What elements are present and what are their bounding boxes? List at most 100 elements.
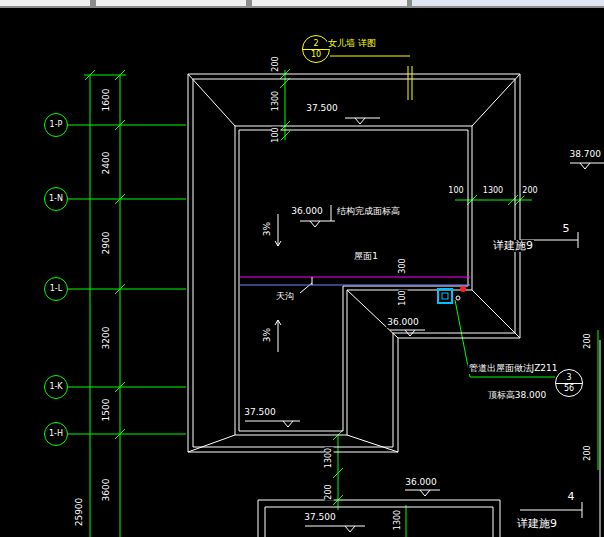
dimension-text: 200: [584, 332, 593, 349]
callout-number: 2: [313, 40, 318, 48]
callout-divider: [303, 49, 329, 50]
callout-number: 10: [311, 51, 321, 59]
dimension-lines: [470, 377, 555, 378]
dimension-text: 3200: [102, 326, 112, 351]
axis-bubble: 1-L: [44, 277, 68, 301]
roof-outline: [188, 435, 235, 452]
axis-label: 1-N: [49, 195, 63, 203]
axis-lines: [68, 125, 186, 126]
dimension-text: 3%: [263, 327, 273, 343]
dimension-text: 100: [399, 289, 408, 306]
annotation-text: 屋面1: [353, 252, 379, 262]
roof-outline: [347, 290, 398, 338]
annotation-text: 详建施9: [516, 518, 558, 530]
roof-outline: [570, 163, 604, 164]
toolbar-strip: [96, 0, 246, 6]
roof-outline: [188, 74, 235, 126]
dimension-text: 3%: [263, 221, 273, 237]
dimension-text: 200: [584, 444, 593, 461]
slope-arrows: [275, 214, 281, 352]
annotation-text: 详建施9: [492, 240, 534, 252]
roof-drain-symbol: [460, 286, 466, 292]
elevation-marks: [345, 118, 380, 124]
dimension-lines: [90, 75, 91, 537]
toolbar-strip: [0, 0, 90, 6]
dimension-text: 1300: [325, 447, 334, 469]
dimension-text: 1300: [272, 90, 281, 112]
elevation-marks: [245, 118, 590, 532]
roof-outline: [265, 507, 493, 537]
annotation-text: 200: [521, 187, 538, 196]
dimension-lines: [406, 505, 407, 537]
axis-lines: [68, 289, 186, 290]
gutter-lines: [240, 277, 470, 278]
annotation-text: 36.000: [404, 478, 438, 488]
axis-label: 1-K: [49, 383, 62, 391]
dimension-text: 2400: [102, 151, 112, 176]
annotation-text: 天沟: [275, 292, 295, 302]
annotation-text: 36.000: [290, 207, 324, 217]
roof-outline: [472, 290, 520, 338]
roof-drain-symbol: [438, 289, 452, 303]
roof-drain-symbol: [442, 293, 448, 299]
detail-callout: 210: [302, 35, 330, 63]
dimension-lines: [115, 120, 125, 130]
axis-bubble: 1-P: [44, 113, 68, 137]
roof-drain-symbol: [456, 296, 460, 300]
gutter-lines: [312, 277, 313, 285]
axis-bubble: 1-N: [44, 187, 68, 211]
axis-label: 1-H: [49, 430, 63, 438]
parapet-callout-leader: [330, 56, 412, 100]
dimension-lines: [115, 70, 125, 80]
gutter-lines: [240, 277, 470, 285]
elevation-marks: [405, 490, 440, 496]
roof-outline: [347, 435, 398, 452]
toolbar-strip: [0, 0, 604, 8]
dimension-text: 1300: [394, 509, 403, 531]
elevation-marks: [305, 526, 365, 532]
roof-drain-symbol: [438, 286, 466, 303]
callout-number: 3: [566, 374, 571, 382]
dimension-text: 1500: [102, 398, 112, 423]
toolbar-strip: [412, 0, 604, 6]
dimension-text: 2900: [102, 231, 112, 256]
axis-lines: [68, 125, 186, 434]
roof-outline: [520, 510, 582, 511]
axis-bubble: 1-K: [44, 375, 68, 399]
dimension-lines: [120, 75, 121, 537]
axis-lines: [68, 387, 186, 388]
axis-label: 1-L: [50, 285, 62, 293]
dimension-text: 200: [325, 483, 334, 500]
annotation-text: 100: [447, 187, 464, 196]
elevation-marks: [390, 330, 425, 336]
parapet-callout-leader: [412, 66, 413, 100]
toolbar-strip: [0, 0, 604, 8]
roof-outline: [235, 126, 472, 435]
dimension-text: 300: [399, 257, 408, 274]
roof-outline: [578, 232, 579, 248]
callout-number: 56: [564, 385, 574, 393]
dimension-lines: [333, 468, 343, 478]
annotation-text: 1300: [482, 187, 504, 196]
dimension-lines: [115, 194, 125, 204]
annotation-text: 4: [567, 491, 576, 503]
parapet-callout-leader: [330, 56, 410, 57]
dimension-text: 25900: [75, 497, 85, 528]
annotation-text: 顶标高38.000: [487, 391, 548, 401]
annotation-text: 36.000: [386, 318, 420, 328]
annotation-text: 37.500: [243, 408, 277, 418]
detail-callout: 356: [555, 369, 583, 397]
dimension-text: 1600: [102, 88, 112, 113]
dimension-lines: [115, 284, 125, 294]
parapet-callout-leader: [408, 66, 409, 100]
annotation-text: 38.700: [569, 150, 603, 160]
gutter-lines: [240, 285, 470, 286]
dimension-lines: [598, 330, 599, 470]
slope-arrows: [275, 214, 281, 246]
toolbar-strip: [252, 0, 407, 6]
callout-divider: [556, 383, 582, 384]
roof-outline: [239, 130, 468, 431]
dimension-text: 200: [272, 55, 281, 72]
annotation-text: 女儿墙 详图: [327, 39, 377, 49]
